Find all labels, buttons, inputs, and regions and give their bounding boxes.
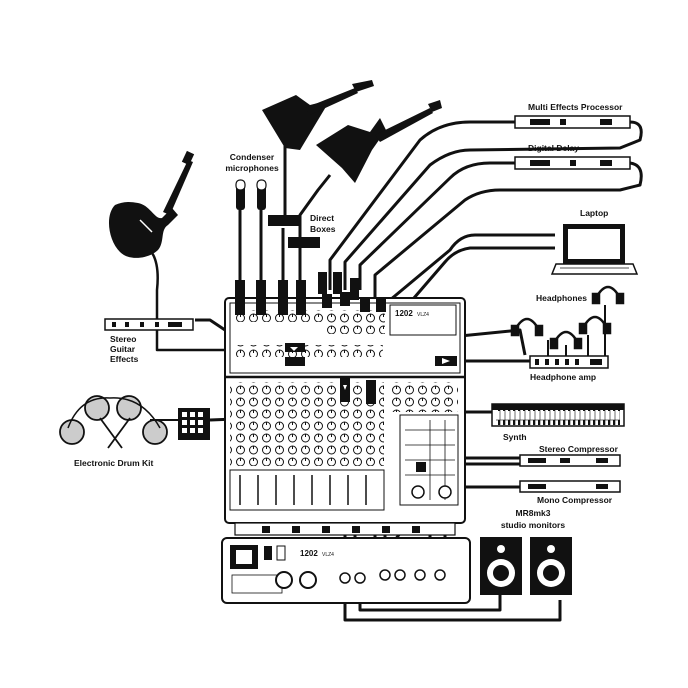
mixer-model-top: 1202 [395, 309, 413, 318]
drum-module-icon [178, 408, 210, 440]
rack-unit-icon [529, 355, 609, 369]
electric-guitar-icon [262, 80, 374, 150]
headphones-icon [578, 315, 612, 335]
direct-box-icon [268, 215, 300, 226]
headphone-amp-label: Headphone amp [530, 372, 596, 382]
effects-label-line2: Guitar [110, 344, 136, 354]
mixer-suffix-rear: VLZ4 [322, 552, 334, 558]
direct-label-line2: Boxes [310, 224, 336, 234]
rack-unit-icon [514, 115, 631, 129]
effects-label-line1: Stereo [110, 334, 136, 344]
headphones-icon [591, 285, 625, 305]
mixer-rear-panel: 1202 VLZ4 [221, 537, 471, 604]
condenser-label-line2: microphones [225, 163, 279, 173]
speaker-icon [480, 537, 522, 595]
rack-unit-icon [104, 318, 194, 331]
mixer-icon: 1202 VLZ4 [224, 297, 466, 536]
mixer-model-rear: 1202 [300, 549, 318, 558]
drum-pad-icon [59, 395, 168, 449]
laptop-icon [550, 224, 639, 275]
rack-unit-icon [514, 156, 631, 170]
monitors-label-line2: studio monitors [501, 520, 565, 530]
monitors-label-line1: MR8mk3 [516, 508, 551, 518]
condenser-mic-icon [235, 179, 246, 210]
rack-unit-icon [519, 454, 621, 467]
multi-effects-label: Multi Effects Processor [528, 102, 623, 112]
drum-kit-label: Electronic Drum Kit [74, 458, 154, 468]
mixer-suffix-top: VLZ4 [417, 312, 429, 318]
keyboard-icon [491, 403, 625, 427]
stereo-compressor-label: Stereo Compressor [539, 444, 619, 454]
speaker-icon [530, 537, 572, 595]
direct-box-icon [288, 237, 320, 248]
laptop-label: Laptop [580, 208, 608, 218]
headphones-icon [510, 317, 544, 337]
digital-delay-label: Digital Delay [528, 143, 579, 153]
effects-label-line3: Effects [110, 354, 139, 364]
direct-label-line1: Direct [310, 213, 334, 223]
condenser-label-line1: Condenser [230, 152, 275, 162]
rack-unit-icon [519, 480, 621, 493]
electric-guitar-icon [108, 150, 195, 258]
synth-label: Synth [503, 432, 527, 442]
headphones-icon [549, 330, 583, 350]
electric-guitar-icon [316, 100, 442, 183]
plug-arrows [290, 347, 450, 390]
mono-compressor-label: Mono Compressor [537, 495, 613, 505]
headphones-label: Headphones [536, 293, 587, 303]
condenser-mic-icon [256, 179, 267, 210]
